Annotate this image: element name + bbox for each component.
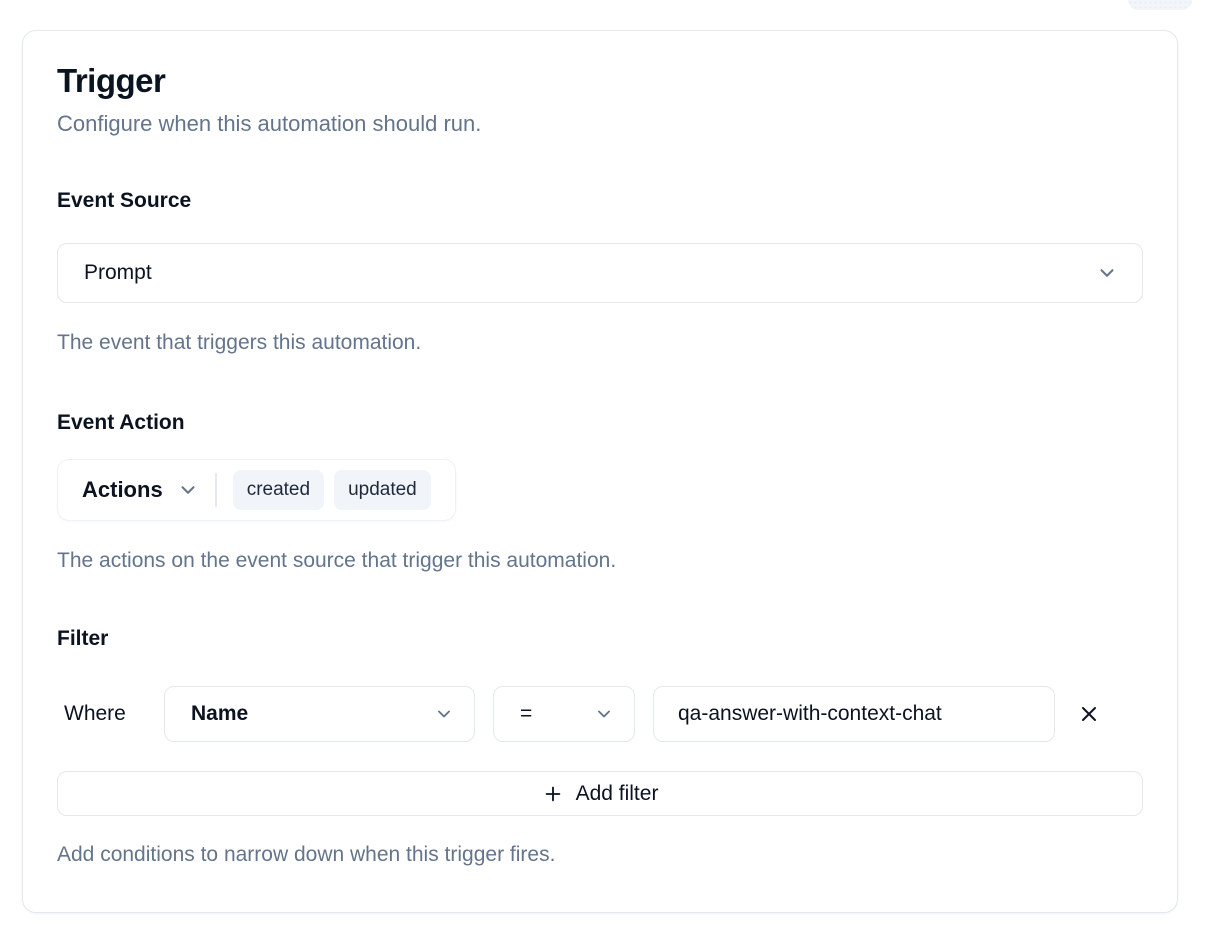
event-source-helper: The event that triggers this automation. bbox=[57, 331, 422, 354]
event-action-label: Event Action bbox=[57, 411, 185, 434]
trigger-card: Trigger Configure when this automation s… bbox=[22, 30, 1178, 913]
event-action-dropdown-label: Actions bbox=[82, 477, 163, 502]
action-tag-created[interactable]: created bbox=[232, 470, 325, 510]
event-action-helper: The actions on the event source that tri… bbox=[57, 549, 617, 572]
plus-icon bbox=[545, 786, 560, 801]
filter-field-value: Name bbox=[191, 702, 249, 725]
filter-operator-value: = bbox=[520, 702, 533, 725]
event-source-label: Event Source bbox=[57, 189, 192, 212]
filter-row: Where Name = bbox=[57, 686, 1143, 742]
filter-operator-select[interactable]: = bbox=[493, 686, 635, 742]
clipped-top-element bbox=[1128, 0, 1192, 10]
chevron-down-icon bbox=[1100, 269, 1114, 277]
filter-helper: Add conditions to narrow down when this … bbox=[57, 843, 556, 866]
add-filter-label: Add filter bbox=[575, 781, 659, 805]
action-tag-updated[interactable]: updated bbox=[334, 470, 431, 510]
remove-filter-button[interactable] bbox=[1069, 692, 1109, 736]
event-source-value: Prompt bbox=[84, 261, 152, 284]
page-subtitle: Configure when this automation should ru… bbox=[57, 111, 482, 136]
add-filter-button[interactable]: Add filter bbox=[57, 771, 1143, 816]
filter-prefix-label: Where bbox=[64, 702, 126, 725]
filter-label: Filter bbox=[57, 627, 109, 650]
event-action-group: Actions created updated bbox=[57, 459, 456, 521]
divider bbox=[214, 473, 217, 507]
event-source-select[interactable]: Prompt bbox=[57, 243, 1143, 303]
event-action-dropdown[interactable]: Actions bbox=[82, 477, 199, 503]
filter-field-select[interactable]: Name bbox=[164, 686, 475, 742]
chevron-down-icon bbox=[438, 710, 450, 718]
filter-value-input[interactable] bbox=[653, 686, 1055, 742]
close-icon bbox=[1082, 707, 1096, 721]
page-title: Trigger bbox=[57, 62, 166, 99]
chevron-down-icon bbox=[598, 710, 610, 718]
chevron-down-icon bbox=[181, 486, 195, 494]
